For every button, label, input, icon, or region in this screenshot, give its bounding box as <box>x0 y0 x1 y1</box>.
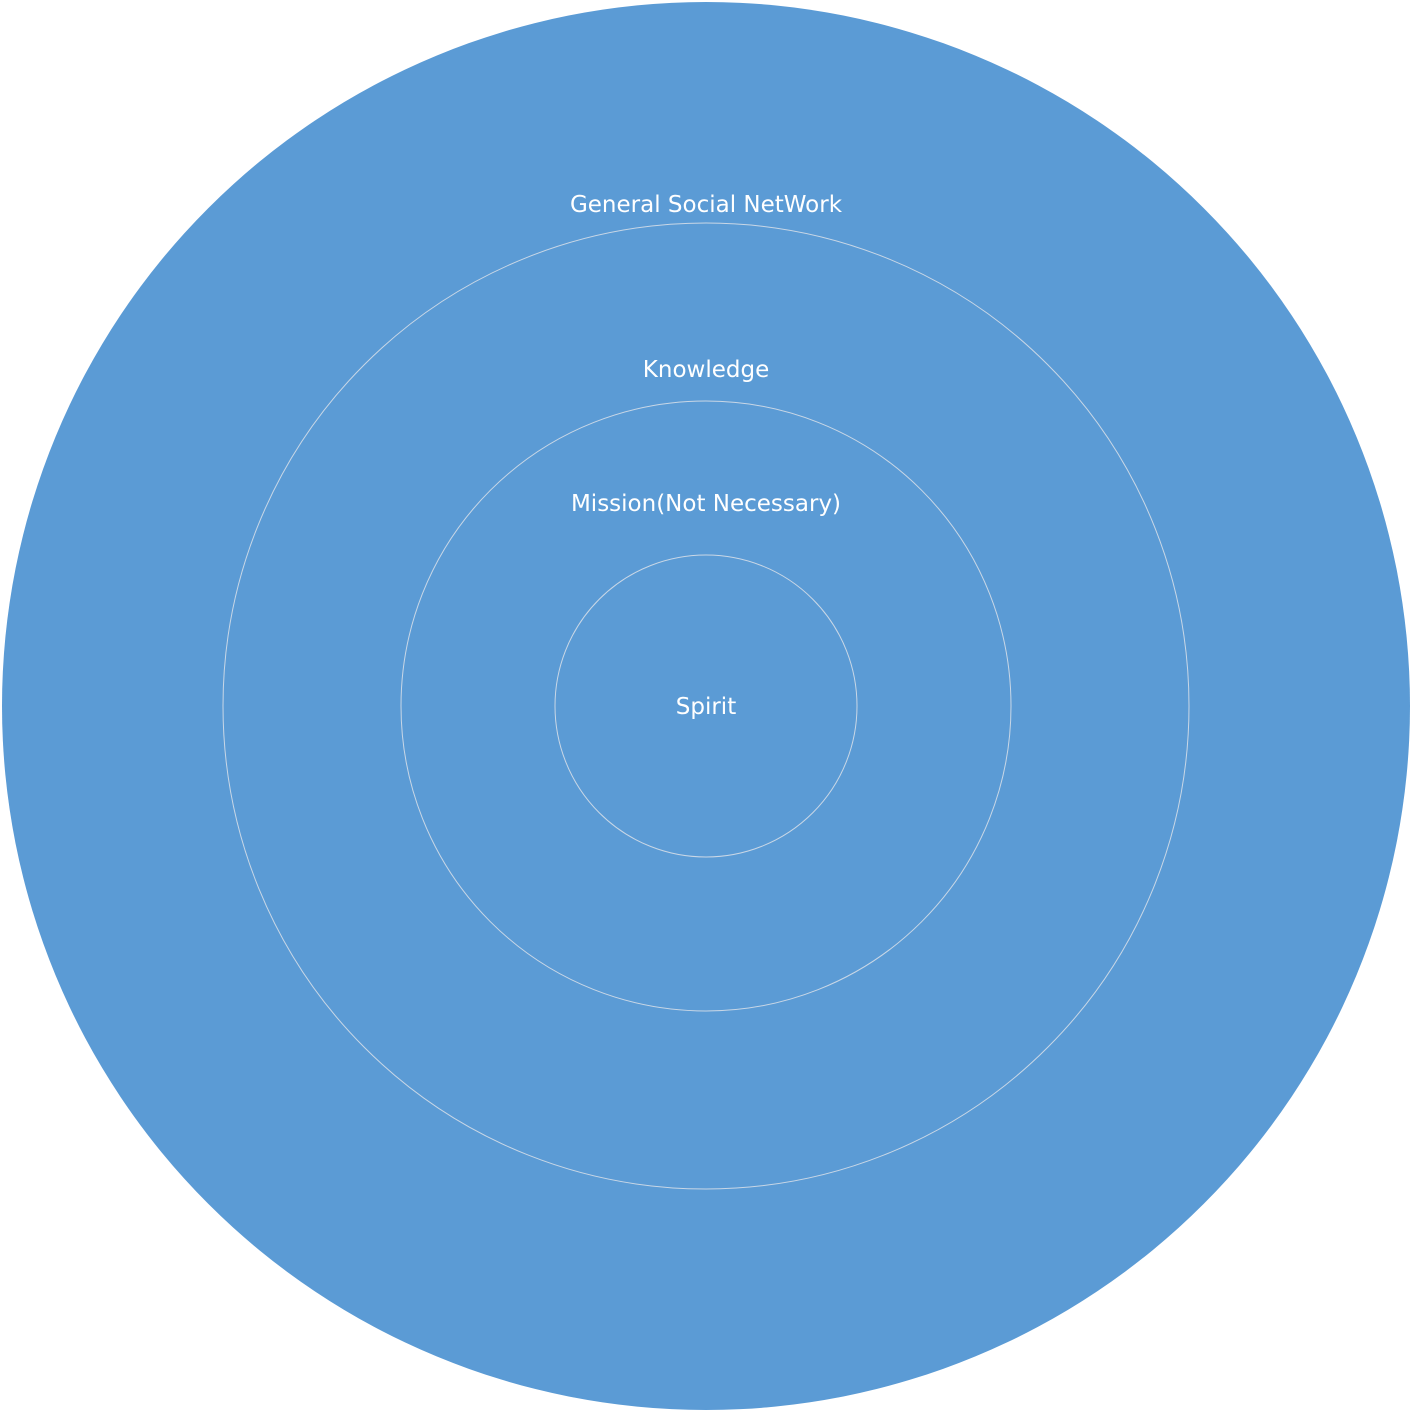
label-spirit: Spirit <box>676 694 736 720</box>
label-knowledge: Knowledge <box>643 357 769 383</box>
ring-spirit <box>554 554 858 858</box>
label-general-social-network: General Social NetWork <box>570 192 843 218</box>
label-mission: Mission(Not Necessary) <box>571 491 841 517</box>
